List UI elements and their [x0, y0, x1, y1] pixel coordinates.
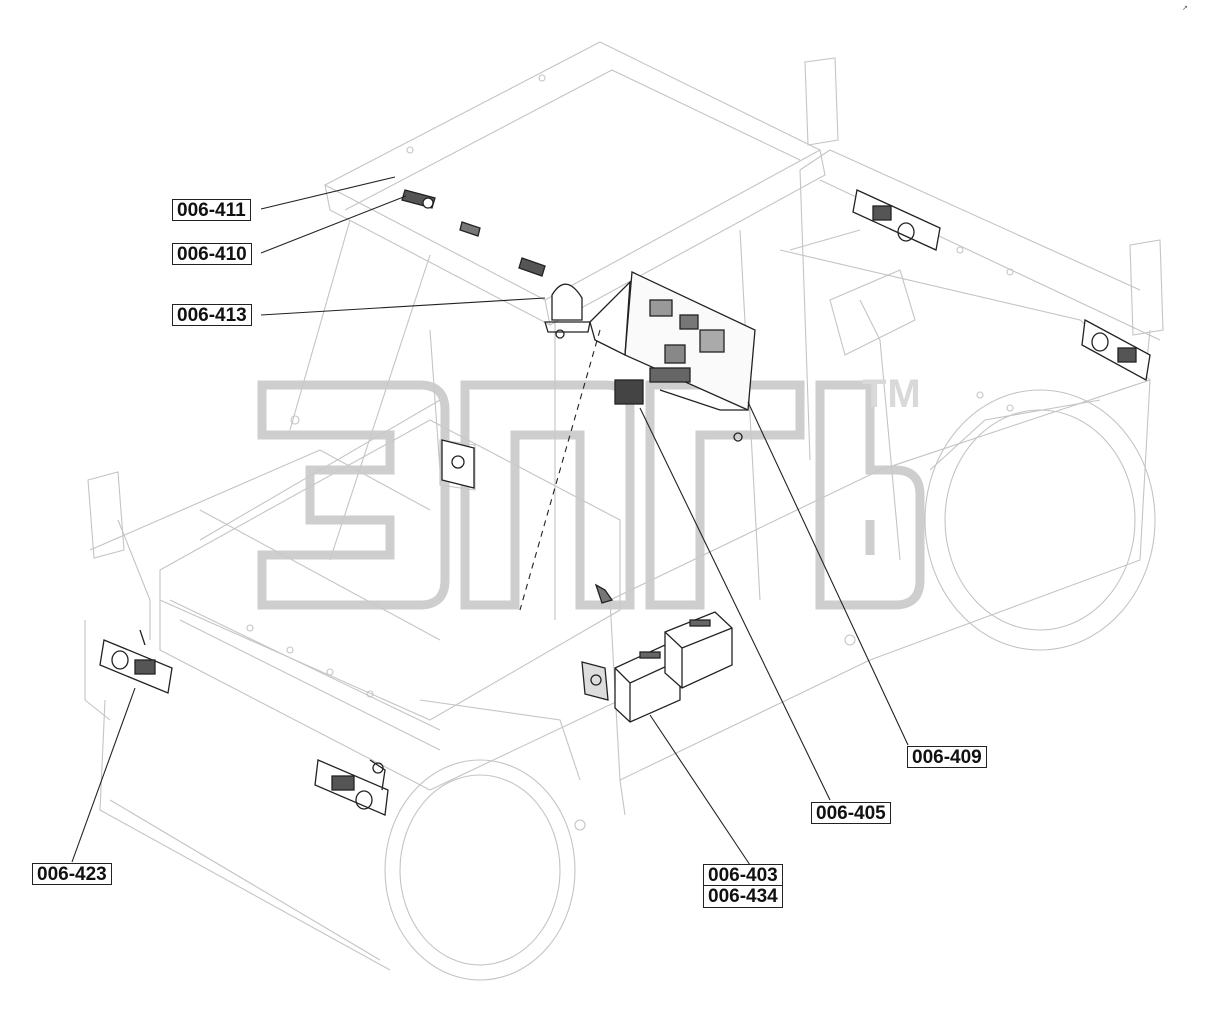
leader-006-405	[639, 407, 831, 801]
front-left-light	[99, 629, 173, 694]
watermark-letter-g	[645, 380, 805, 610]
callout-006-423[interactable]: 006-423	[32, 863, 112, 885]
corner-mark-icon: ↗	[1182, 4, 1188, 12]
leader-006-411	[260, 176, 396, 210]
roof-knob	[518, 257, 546, 277]
leader-dashed	[519, 329, 601, 611]
machine-outline	[84, 41, 1164, 981]
rear-left-light	[852, 189, 941, 251]
watermark-letter-e	[257, 380, 450, 610]
battery-right	[664, 611, 733, 689]
roof-switch	[459, 221, 481, 237]
leader-006-403	[649, 714, 751, 866]
parts	[99, 189, 1151, 816]
wire-connector	[594, 583, 614, 604]
beacon-lamp	[544, 283, 591, 339]
leader-lines	[71, 176, 909, 866]
watermark-letter-b	[815, 380, 925, 610]
leader-006-409	[747, 401, 909, 746]
leader-006-423	[71, 687, 136, 863]
front-right-light	[314, 759, 389, 816]
callout-006-434[interactable]: 006-434	[703, 886, 783, 908]
trademark-mark: TM	[862, 372, 922, 416]
electrical-panel	[589, 271, 756, 442]
callout-006-410[interactable]: 006-410	[172, 243, 252, 265]
roof-switch-block	[401, 189, 436, 209]
callout-006-403[interactable]: 006-403	[703, 864, 783, 886]
leader-006-413	[260, 297, 546, 316]
leader-006-410	[260, 195, 407, 254]
door-panel	[441, 439, 475, 489]
rear-right-light	[1081, 318, 1151, 382]
watermark-logo	[257, 380, 925, 610]
watermark-letter-p	[460, 380, 635, 610]
callout-006-409[interactable]: 006-409	[907, 746, 987, 768]
callout-006-411[interactable]: 006-411	[172, 199, 251, 221]
battery-switch	[581, 661, 609, 701]
callout-006-405[interactable]: 006-405	[811, 802, 891, 824]
callout-006-413[interactable]: 006-413	[172, 304, 252, 326]
